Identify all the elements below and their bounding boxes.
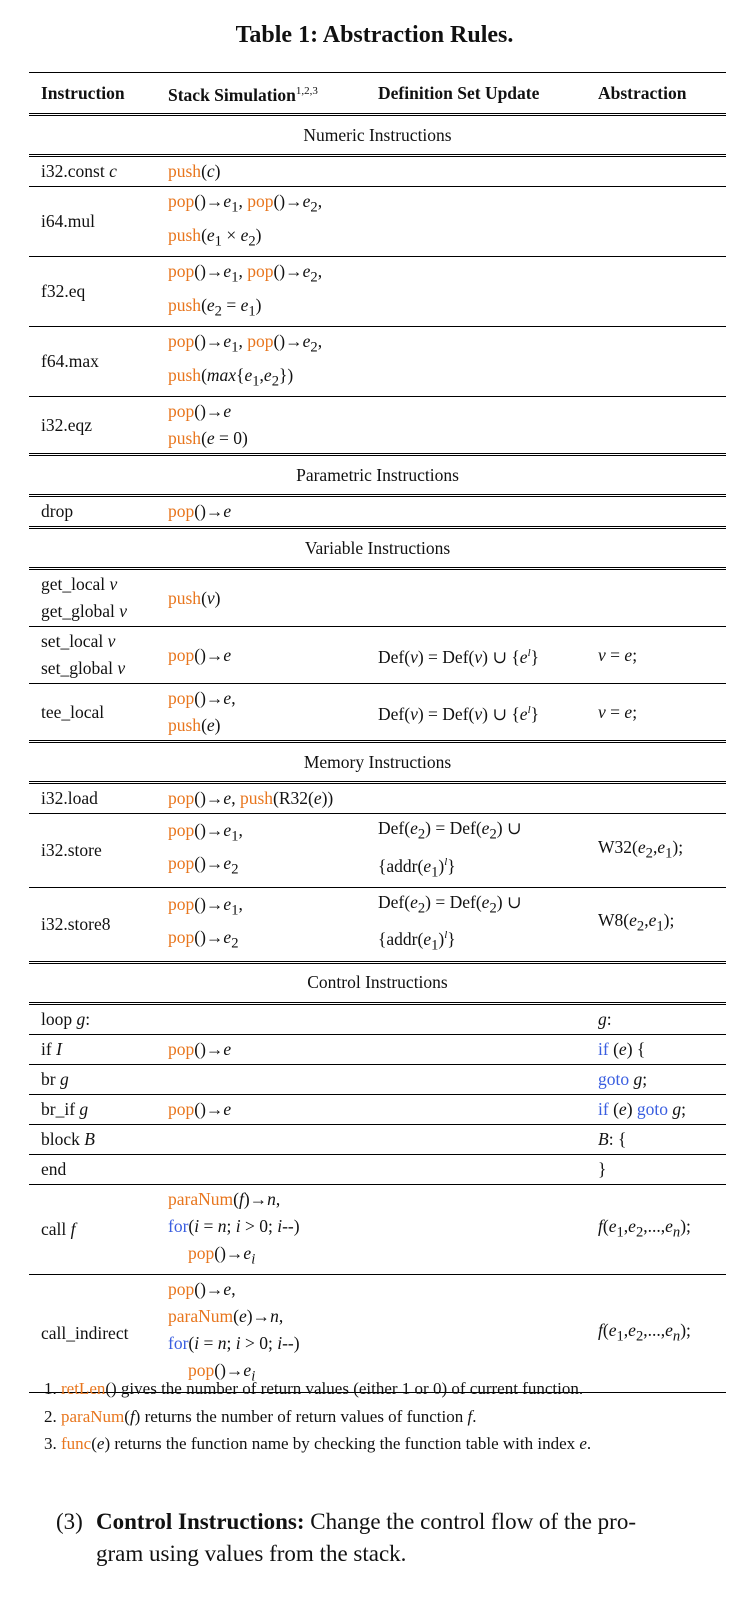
table-row: br g goto g;: [29, 1064, 726, 1095]
section-numeric: Numeric Instructions: [29, 113, 726, 157]
footnote-3: 3. func(e) returns the function name by …: [44, 1434, 592, 1453]
section-parametric: Parametric Instructions: [29, 453, 726, 497]
section-control: Control Instructions: [29, 960, 726, 1005]
header-definition-update: Definition Set Update: [366, 72, 586, 115]
table-row: i32.store8 pop()→e1,pop()→e2 Def(e2) = D…: [29, 887, 726, 963]
table-caption: Table 1: Abstraction Rules.: [235, 22, 514, 48]
table-row: drop pop()→e: [29, 495, 726, 528]
footnote-1: 1. retLen() gives the number of return v…: [44, 1379, 584, 1398]
table-row: call f paraNum(f)→n,for(i = n; i > 0; i-…: [29, 1184, 726, 1276]
table-row: i32.const c push(c): [29, 155, 726, 187]
table-row: call_indirect pop()→e,paraNum(e)→n,for(i…: [29, 1274, 726, 1393]
table-header-row: Instruction Stack Simulation1,2,3 Defini…: [29, 72, 726, 115]
header-instruction: Instruction: [29, 72, 156, 115]
table-footnotes: 1. retLen() gives the number of return v…: [44, 1375, 734, 1458]
table-row: end}: [29, 1154, 726, 1185]
table-row: f64.max pop()→e1, pop()→e2,push(max{e1,e…: [29, 326, 726, 397]
table-row: i32.store pop()→e1,pop()→e2 Def(e2) = De…: [29, 813, 726, 888]
table-row: loop g:g:: [29, 1003, 726, 1035]
table-row: i32.load pop()→e, push(R32(e)): [29, 782, 726, 814]
table-row: if I pop()→e if (e) {: [29, 1034, 726, 1065]
section-variable: Variable Instructions: [29, 526, 726, 570]
abstraction-rules-table: Instruction Stack Simulation1,2,3 Defini…: [29, 72, 726, 1393]
section-memory: Memory Instructions: [29, 740, 726, 784]
header-abstraction: Abstraction: [586, 72, 726, 115]
header-stack-simulation: Stack Simulation1,2,3: [156, 72, 366, 115]
table-row: br_if g pop()→e if (e) goto g;: [29, 1094, 726, 1125]
footnote-2: 2. paraNum(f) returns the number of retu…: [44, 1406, 477, 1426]
table-row: tee_local pop()→e,push(e) Def(v) = Def(v…: [29, 683, 726, 742]
table-row: f32.eq pop()→e1, pop()→e2,push(e2 = e1): [29, 256, 726, 327]
body-paragraph: (3)Control Instructions: Change the cont…: [56, 1509, 637, 1566]
table-row: i64.mul pop()→e1, pop()→e2,push(e1 × e2): [29, 186, 726, 257]
